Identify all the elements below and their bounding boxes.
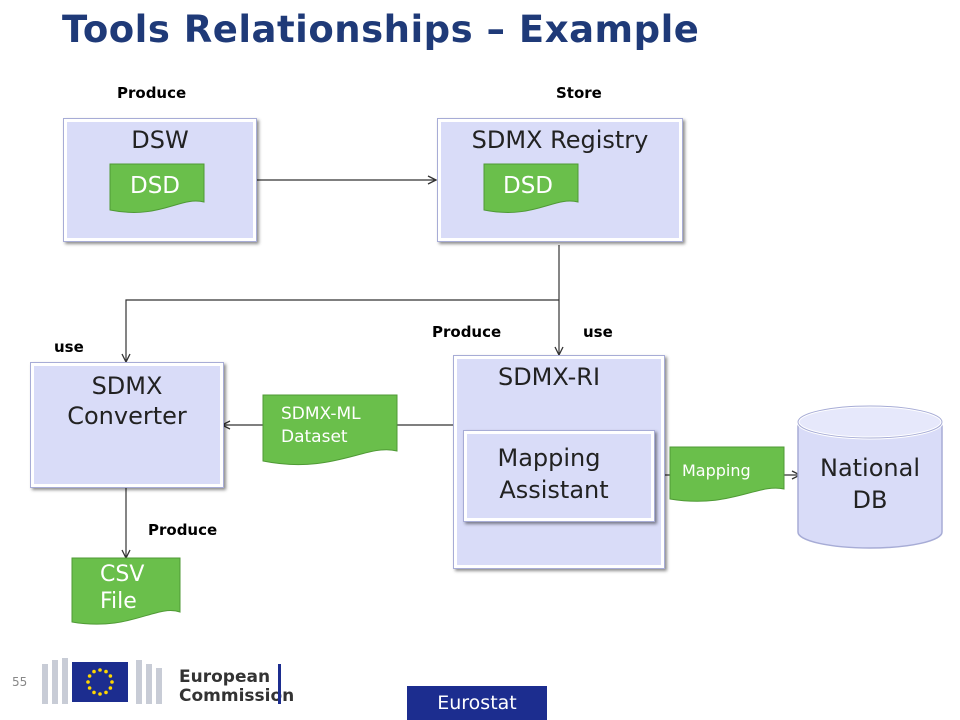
database-icon (796, 404, 944, 549)
csv-label-line1: CSV (100, 562, 145, 587)
mapping-document-shape (669, 446, 785, 502)
eu-star (98, 668, 102, 672)
mapping-assistant-line2: Assistant (499, 476, 609, 504)
csv-document-shape (71, 557, 181, 625)
label-use-mid: use (583, 323, 613, 341)
national-db-cylinder: National DB (796, 404, 944, 552)
eu-flag-icon (72, 662, 128, 702)
eu-star (92, 690, 96, 695)
sdmx-registry-title: SDMX Registry (471, 126, 649, 154)
dsd-document-label: DSD (130, 173, 181, 199)
sdmx-converter-box: SDMX Converter (30, 362, 224, 488)
eu-star (108, 674, 113, 678)
dsd-document-shape (483, 163, 579, 213)
label-produce-mid: Produce (432, 323, 502, 341)
sdmx-converter-title-line2: Converter (67, 402, 187, 430)
eu-star (104, 669, 108, 674)
national-db-line1: National (819, 454, 920, 482)
csv-label-line2: File (100, 589, 137, 614)
label-produce-top: Produce (117, 84, 187, 102)
national-db-line2: DB (852, 486, 888, 514)
eu-star (104, 690, 108, 695)
eu-star (86, 680, 90, 684)
dsw-title: DSW (131, 126, 189, 154)
slide-title: Tools Relationships – Example (62, 8, 700, 51)
eurostat-label: Eurostat (407, 686, 547, 720)
dsw-box: DSW (63, 118, 257, 242)
eu-star (98, 692, 102, 696)
csv-file-document: CSV File (71, 557, 182, 632)
eu-star (87, 686, 92, 690)
dataset-document-shape (262, 394, 398, 466)
sdmx-ml-dataset-document: SDMX-ML Dataset (262, 394, 399, 475)
ec-building-logo-icon (42, 658, 162, 704)
eu-star (110, 680, 114, 684)
eu-star (87, 674, 92, 678)
label-produce-bottom: Produce (148, 521, 218, 539)
logo-line2: Commission (179, 686, 295, 706)
dataset-label-line2: Dataset (281, 427, 348, 447)
mapping-document-label: Mapping (682, 461, 751, 480)
sdmx-ri-title: SDMX-RI (497, 363, 601, 391)
mapping-assistant-line1: Mapping (497, 444, 601, 472)
mapping-document: Mapping (669, 446, 786, 509)
label-store: Store (556, 84, 602, 102)
dsd-document-registry: DSD (483, 163, 580, 224)
dsd-document-dsw: DSD (109, 163, 206, 224)
eu-star (108, 686, 113, 690)
eu-star (92, 669, 96, 674)
logo-divider (278, 664, 281, 704)
sdmx-converter-title-line1: SDMX (91, 372, 163, 400)
dsd-document-label: DSD (503, 173, 554, 199)
arrow-registry-to-converter (126, 299, 559, 362)
page-number: 55 (12, 675, 28, 689)
dataset-label-line1: SDMX-ML (281, 404, 361, 424)
dsd-document-shape (109, 163, 205, 213)
logo-line1: European (179, 667, 271, 687)
mapping-assistant-box: Mapping Assistant (463, 430, 655, 522)
label-use-left: use (54, 338, 84, 356)
